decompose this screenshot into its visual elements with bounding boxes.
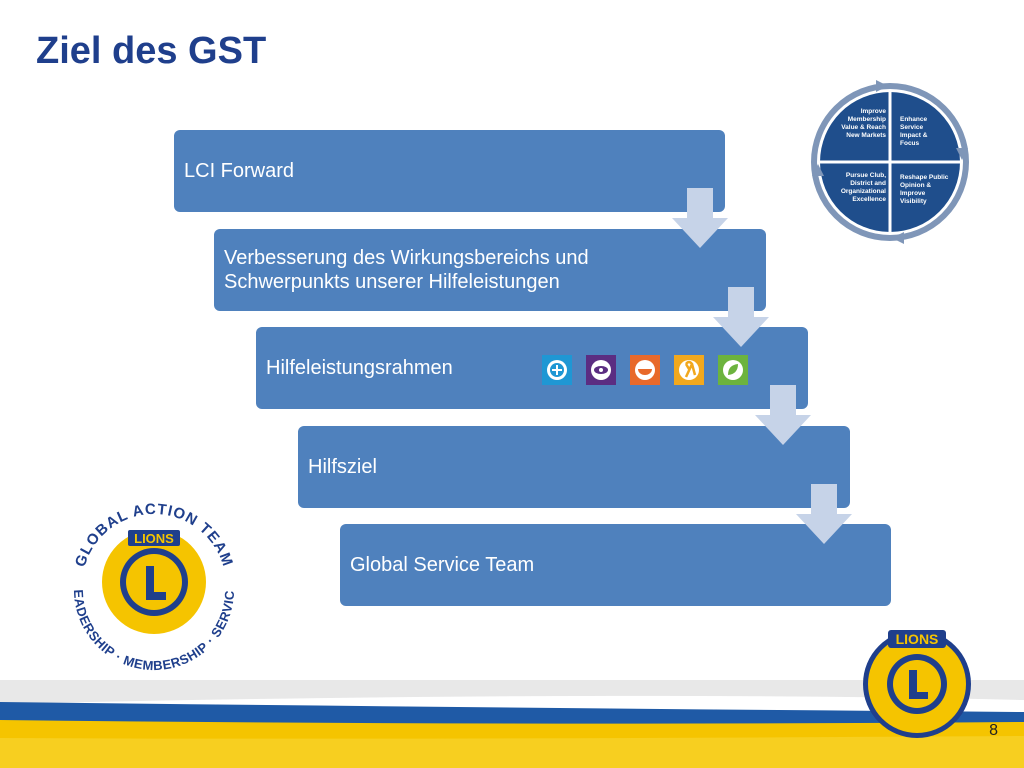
down-arrow-icon xyxy=(755,385,811,445)
step-label: Hilfsziel xyxy=(308,456,377,478)
step-label: LCI Forward xyxy=(184,160,295,182)
lci-forward-cycle-graphic: Improve Membership Value & Reach New Mar… xyxy=(806,76,974,248)
global-action-team-logo: GLOBAL ACTION TEAM LEADERSHIP · MEMBERSH… xyxy=(59,476,244,674)
cycle-quadrant-text: Pursue Club, District and Organizational… xyxy=(840,172,886,203)
footer-swoosh xyxy=(0,680,1024,768)
page-number: 8 xyxy=(989,722,998,739)
step-hilfsziel: Hilfsziel xyxy=(298,426,850,508)
environment-icon xyxy=(718,355,748,385)
down-arrow-icon xyxy=(796,484,852,544)
lions-emblem-icon: LIONS xyxy=(863,630,971,738)
lions-logo-text: LIONS xyxy=(896,631,939,647)
childhood-cancer-icon xyxy=(674,355,704,385)
cycle-quadrant-text: Improve Membership Value & Reach New Mar… xyxy=(841,108,886,139)
step-global-service-team: Global Service Team xyxy=(340,524,891,606)
global-action-team-emblem-icon: GLOBAL ACTION TEAM LEADERSHIP · MEMBERSH… xyxy=(59,476,236,673)
step-label: Global Service Team xyxy=(350,554,535,576)
down-arrow-icon xyxy=(713,287,769,347)
down-arrow-icon xyxy=(672,188,728,248)
step-lci-forward: LCI Forward xyxy=(174,130,725,212)
svg-text:LIONS: LIONS xyxy=(134,531,174,546)
cycle-arrows-icon xyxy=(811,80,969,244)
page-title: Ziel des GST xyxy=(36,30,267,72)
cycle-quadrant-text: Reshape Public Opinion & Improve Visibil… xyxy=(900,174,949,205)
step-label: Verbesserung des Wirkungsbereichs und Sc… xyxy=(224,247,589,293)
step-verbesserung: Verbesserung des Wirkungsbereichs und Sc… xyxy=(214,229,766,311)
step-hilfeleistungsrahmen: Hilfeleistungsrahmen xyxy=(256,327,808,409)
cause-icons xyxy=(542,355,748,385)
lions-international-logo: LIONS xyxy=(856,622,978,742)
step-label: Hilfeleistungsrahmen xyxy=(266,357,453,379)
vision-icon xyxy=(586,355,616,385)
diabetes-icon xyxy=(542,355,572,385)
cycle-quadrant-text: Enhance Service Impact & Focus xyxy=(900,116,928,147)
hunger-icon xyxy=(630,355,660,385)
